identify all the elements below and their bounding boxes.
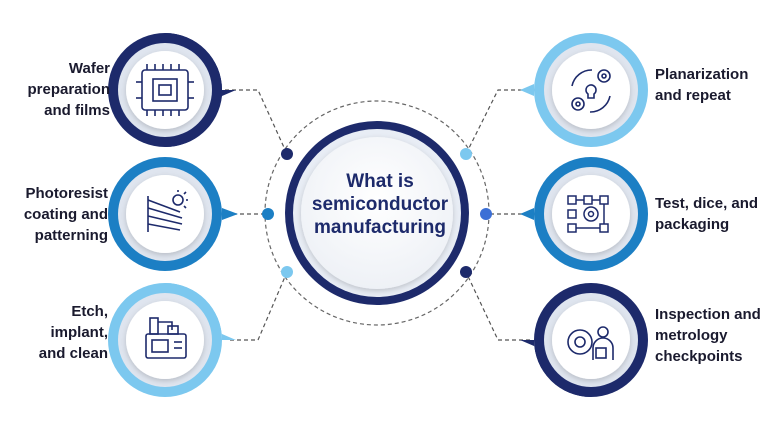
label-line: preparation	[27, 81, 110, 98]
connector-inspection	[465, 271, 530, 341]
node-inspection	[520, 283, 648, 397]
chip-icon	[136, 64, 194, 116]
label-line: and clean	[38, 345, 108, 362]
label-line: Inspection and	[655, 306, 761, 323]
label-line: and repeat	[655, 87, 731, 104]
label-line: Photoresist	[25, 185, 108, 202]
gear-cycle-icon	[571, 69, 611, 113]
label-line: Wafer	[68, 60, 110, 77]
dot-inspection	[460, 266, 472, 278]
dot-wafer	[281, 148, 293, 160]
label-inspection: Inspection and metrology checkpoints	[655, 304, 761, 367]
node-wafer	[108, 33, 236, 148]
label-line: and films	[44, 102, 110, 119]
label-line: packaging	[655, 216, 730, 233]
etch-machine-icon	[145, 317, 187, 359]
connector-wafer	[225, 89, 288, 155]
node-photoresist	[108, 157, 238, 271]
dot-etch	[281, 266, 293, 278]
light-exposure-icon	[147, 190, 188, 232]
label-line: metrology	[655, 327, 728, 344]
center-title-line: What is	[346, 171, 414, 192]
dot-test	[480, 208, 492, 220]
label-line: Test, dice, and	[655, 195, 759, 212]
label-line: coating and	[23, 206, 108, 223]
node-etch	[108, 283, 236, 397]
center-title: What is semiconductor manufacturing	[300, 170, 460, 239]
label-line: checkpoints	[655, 348, 743, 365]
flowchart-gear-icon	[567, 195, 609, 233]
node-test	[520, 157, 648, 271]
center-title-line: manufacturing	[314, 217, 446, 238]
label-line: patterning	[34, 227, 108, 244]
node-planarization	[520, 33, 648, 147]
label-etch: Etch, implant, and clean	[39, 301, 108, 364]
engineer-gear-icon	[567, 326, 614, 360]
label-wafer: Wafer preparation and films	[27, 58, 110, 121]
label-photoresist: Photoresist coating and patterning	[24, 183, 108, 246]
center-title-line: semiconductor	[311, 194, 449, 215]
label-line: implant,	[50, 324, 108, 341]
label-line: Etch,	[71, 303, 108, 320]
connector-planarization	[465, 89, 536, 155]
dot-planarization	[460, 148, 472, 160]
dot-photoresist	[262, 208, 274, 220]
center-hub	[285, 121, 469, 305]
label-line: Planarization	[655, 66, 749, 83]
label-test: Test, dice, and packaging	[655, 193, 758, 235]
label-planarization: Planarization and repeat	[655, 64, 748, 106]
connector-etch	[230, 271, 288, 341]
